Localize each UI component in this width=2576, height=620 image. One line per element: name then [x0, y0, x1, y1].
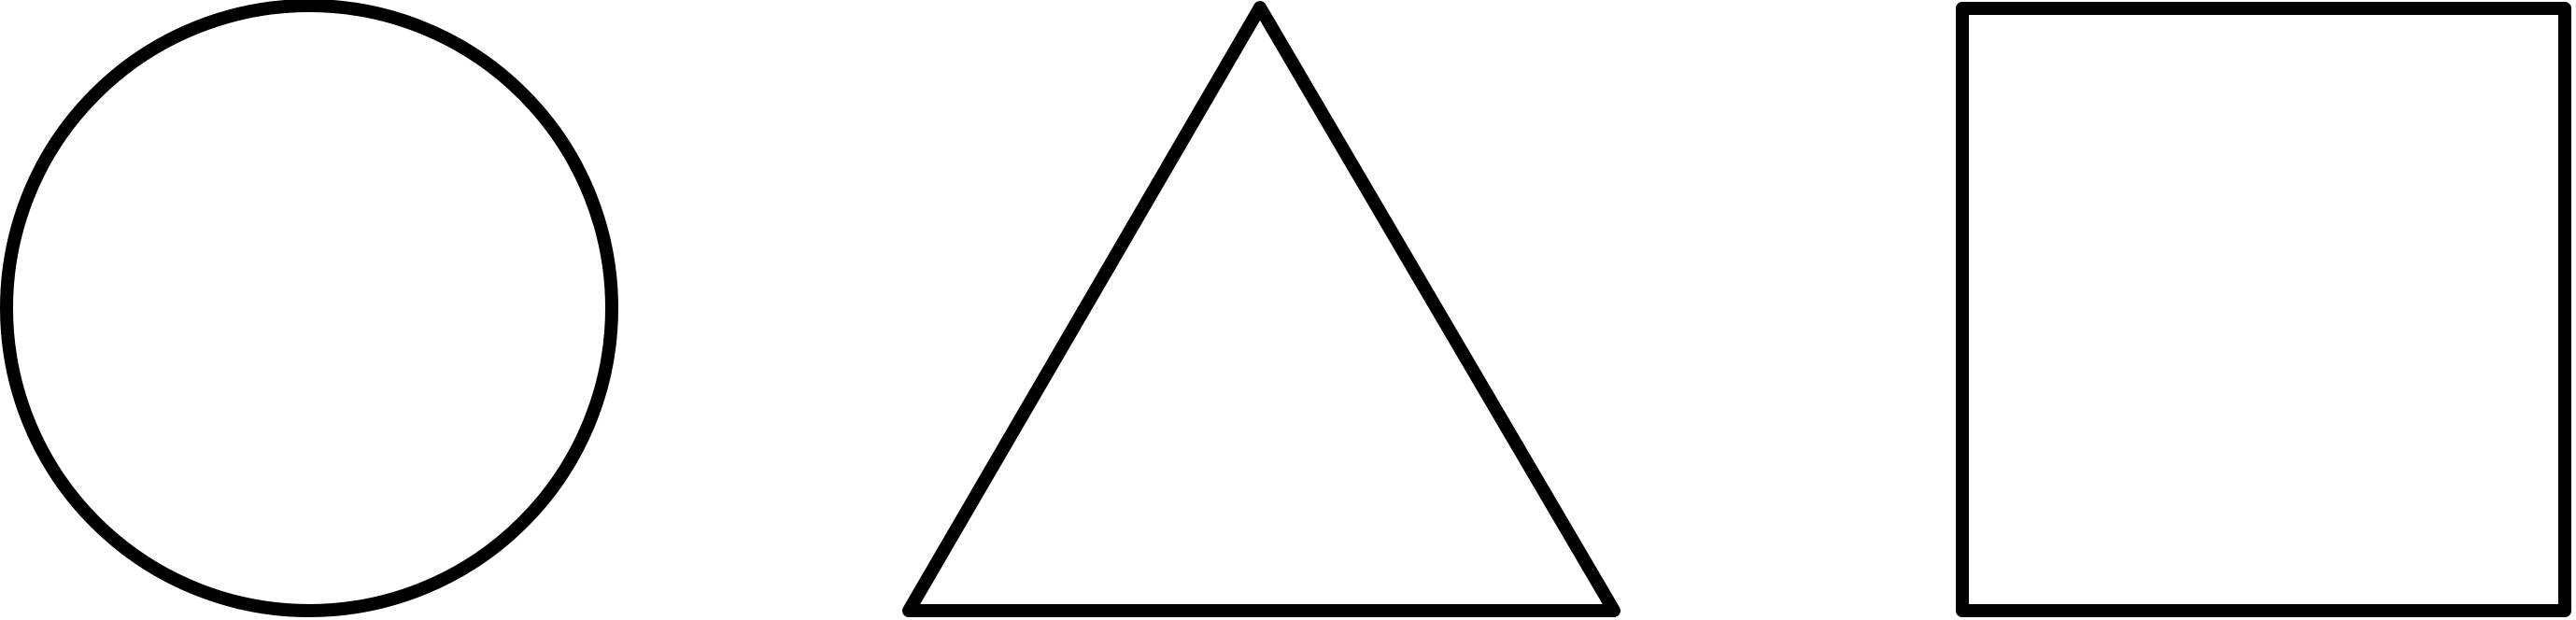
circle-outline — [0, 0, 618, 617]
square-outline — [1956, 2, 2571, 617]
triangle-outline — [902, 1, 1621, 617]
